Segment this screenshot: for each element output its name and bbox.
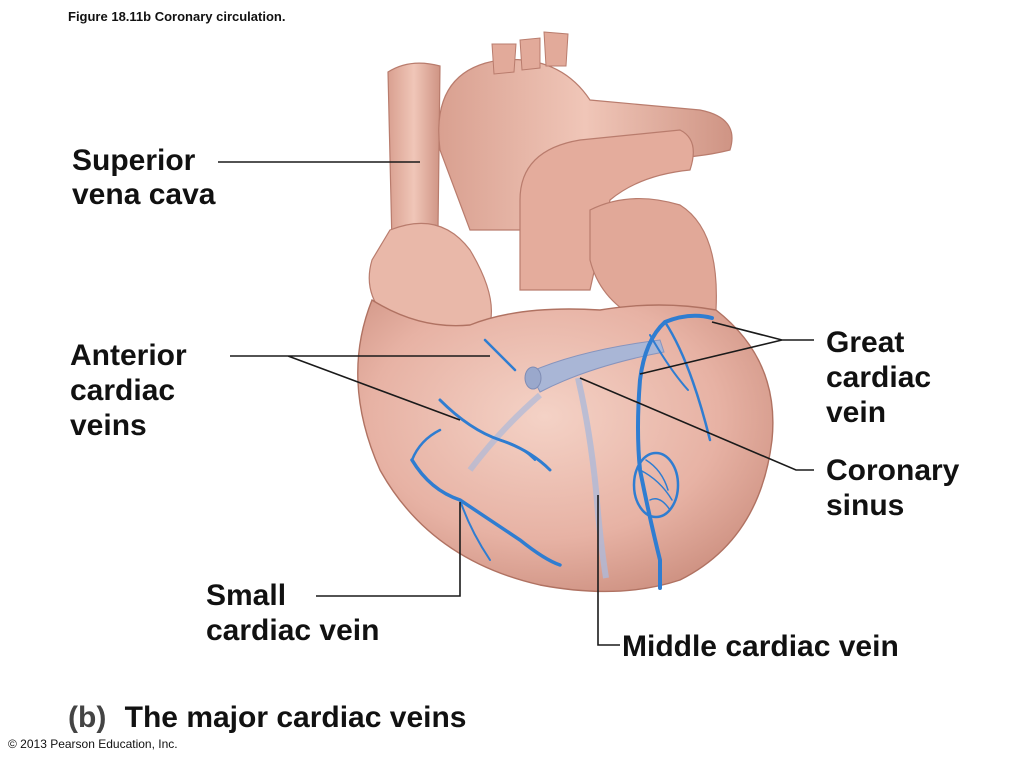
leader-lines	[218, 161, 814, 646]
panel-title: (b) The major cardiac veins	[68, 701, 466, 734]
coronary-sinus-opening	[524, 366, 542, 390]
middle-cardiac-vein-vessel	[575, 377, 609, 579]
leader-middle-cardiac-vein	[597, 495, 620, 646]
copyright-notice: © 2013 Pearson Education, Inc.	[8, 737, 178, 751]
heart-illustration	[357, 31, 774, 593]
aortic-branch-2	[519, 37, 541, 71]
aortic-branch-1	[491, 43, 517, 75]
leader-coronary-sinus	[579, 377, 814, 471]
panel-title-text: The major cardiac veins	[125, 701, 467, 734]
label-coronary-sinus: Coronary sinus	[826, 454, 968, 522]
superior-vena-cava-vessel	[387, 62, 441, 246]
cardiac-vein-network	[410, 313, 714, 590]
leader-anterior-cardiac-veins	[230, 355, 490, 421]
leader-great-cardiac-vein	[639, 321, 814, 375]
label-great-cardiac-vein: Great cardiac vein	[826, 326, 939, 429]
label-small-cardiac-vein: Small cardiac vein	[206, 579, 379, 647]
aortic-branch-3	[543, 31, 569, 67]
ventricles	[357, 298, 774, 593]
left-atrium	[589, 198, 717, 321]
figure-caption: Figure 18.11b Coronary circulation.	[68, 9, 285, 24]
label-superior-vena-cava: Superior vena cava	[72, 144, 216, 211]
posterior-vessel	[467, 392, 542, 472]
panel-letter: (b)	[68, 701, 106, 734]
label-anterior-cardiac-veins: Anterior cardiac veins	[70, 339, 195, 442]
leader-small-cardiac-vein	[316, 502, 461, 597]
coronary-sinus-vessel	[529, 339, 665, 393]
label-middle-cardiac-vein: Middle cardiac vein	[622, 630, 899, 663]
